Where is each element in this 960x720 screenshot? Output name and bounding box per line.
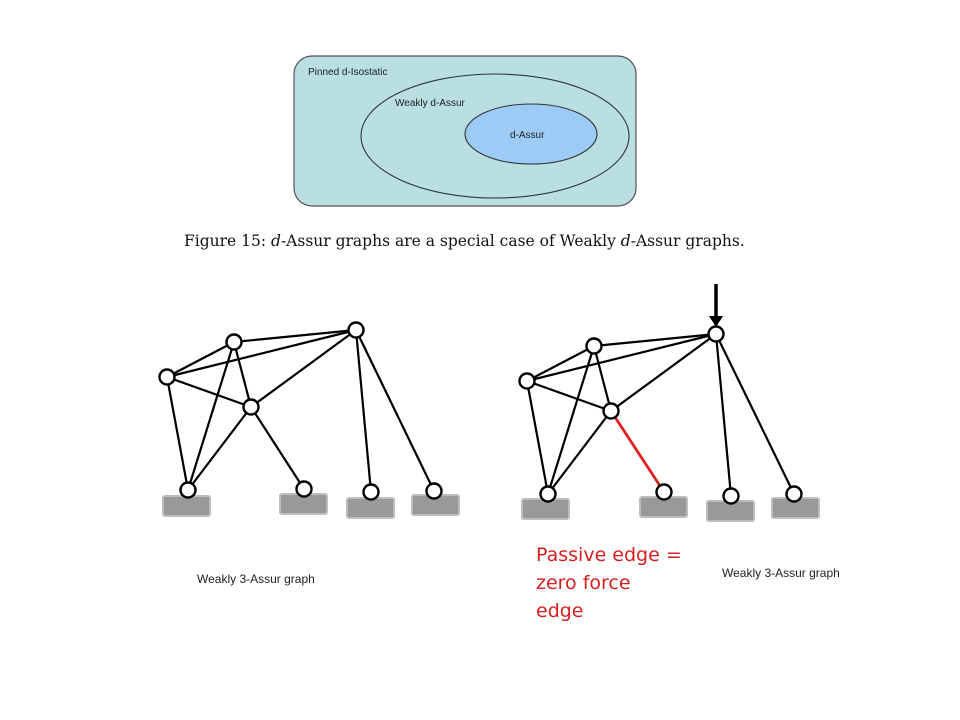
left-nodes xyxy=(158,321,443,501)
edge xyxy=(354,329,373,493)
right-ground-blocks xyxy=(521,496,820,522)
edge xyxy=(165,376,190,491)
edge xyxy=(547,410,612,495)
node xyxy=(585,337,603,355)
node xyxy=(347,321,365,339)
left-graph-label: Weakly 3-Assur graph xyxy=(197,572,315,586)
edge xyxy=(166,375,252,409)
pinned-node xyxy=(655,483,673,501)
edge xyxy=(250,406,305,490)
left-assur-graph xyxy=(158,321,460,519)
loaded-node xyxy=(707,325,725,343)
edge xyxy=(250,329,357,408)
edge xyxy=(610,333,717,412)
edge xyxy=(525,380,550,495)
venn-diagram: Pinned d-Isostatic Weakly d-Assur d-Assu… xyxy=(293,55,637,207)
edge xyxy=(233,328,357,344)
edge xyxy=(592,345,613,412)
pinned-node xyxy=(785,485,803,503)
force-arrow-head xyxy=(709,316,723,327)
pinned-node xyxy=(295,480,313,498)
inner-set-label: d-Assur xyxy=(510,130,545,141)
passive-edge xyxy=(609,410,666,493)
edge xyxy=(355,329,435,492)
node xyxy=(242,398,260,416)
node xyxy=(225,333,243,351)
pinned-node xyxy=(722,487,740,505)
passive-edge-annotation: Passive edge = zero force edge xyxy=(536,544,688,622)
edge xyxy=(526,345,595,382)
edge xyxy=(526,332,717,383)
pinned-node xyxy=(362,483,380,501)
ground-block xyxy=(162,495,211,517)
edge xyxy=(526,379,612,413)
left-edges xyxy=(165,328,435,493)
outer-set-label: Pinned d-Isostatic xyxy=(308,67,388,78)
right-graph-label: Weakly 3-Assur graph xyxy=(722,566,840,580)
node xyxy=(158,368,176,386)
right-edges xyxy=(525,332,795,497)
edge xyxy=(232,341,253,408)
node xyxy=(518,372,536,390)
assur-region xyxy=(464,103,598,165)
middle-set-label: Weakly d-Assur xyxy=(395,98,466,109)
weakly-assur-region xyxy=(360,73,630,199)
pinned-node xyxy=(179,481,197,499)
edge xyxy=(546,345,596,495)
ground-block xyxy=(346,497,395,519)
right-assur-graph xyxy=(518,284,820,522)
node xyxy=(602,402,620,420)
edge xyxy=(714,333,733,497)
edge xyxy=(715,333,795,495)
edge xyxy=(187,406,252,491)
left-ground-blocks xyxy=(162,493,460,519)
edge xyxy=(593,332,717,348)
edge xyxy=(166,328,357,379)
figure-caption: Figure 15: d-Assur graphs are a special … xyxy=(184,232,745,250)
pinned-node xyxy=(539,485,557,503)
edge xyxy=(166,341,235,378)
right-nodes xyxy=(518,325,803,505)
pinned-node xyxy=(425,482,443,500)
edge xyxy=(186,341,236,491)
